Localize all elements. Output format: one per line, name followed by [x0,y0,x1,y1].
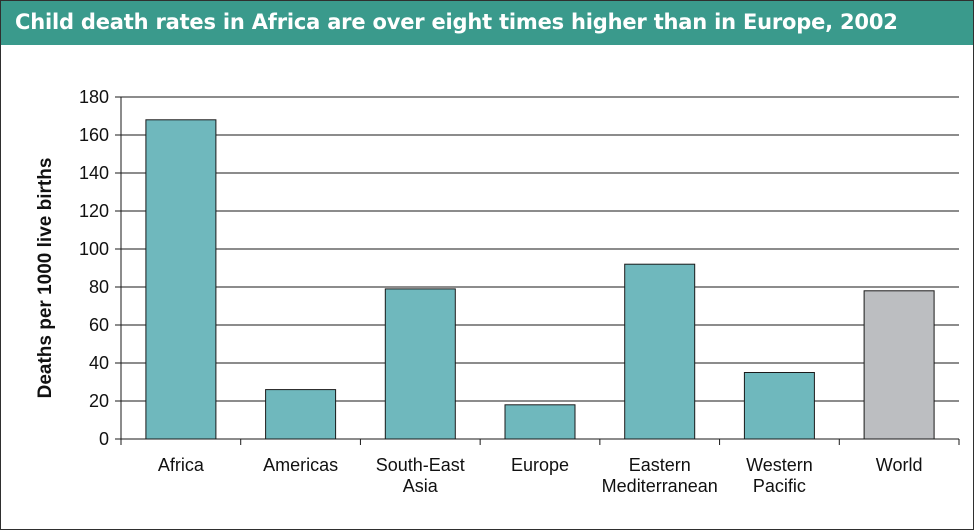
chart-title: Child death rates in Africa are over eig… [15,10,898,34]
x-tick-label-europe: Europe [511,455,569,475]
y-tick-label-180: 180 [79,87,109,107]
y-tick-label-140: 140 [79,163,109,183]
y-tick-label-0: 0 [99,429,109,449]
bar-americas [265,389,337,440]
bar-europe [504,404,576,440]
x-tick-label-americas: Americas [263,455,338,475]
y-tick-label-20: 20 [89,391,109,411]
y-tick-label-60: 60 [89,315,109,335]
bar-africa [145,119,217,440]
chart-header: Child death rates in Africa are over eig… [1,1,973,45]
y-tick-label-160: 160 [79,125,109,145]
y-tick-label-100: 100 [79,239,109,259]
bar-western-pacific [743,372,815,440]
bar-eastern-mediterranean [624,263,696,440]
y-tick-label-80: 80 [89,277,109,297]
y-axis-label: Deaths per 1000 live births [35,158,56,399]
bar-south-east-asia [384,288,456,440]
x-tick-label-world: World [876,455,923,475]
y-tick-label-120: 120 [79,201,109,221]
bar-world [863,290,935,440]
x-tick-label-africa: Africa [158,455,205,475]
y-tick-label-40: 40 [89,353,109,373]
